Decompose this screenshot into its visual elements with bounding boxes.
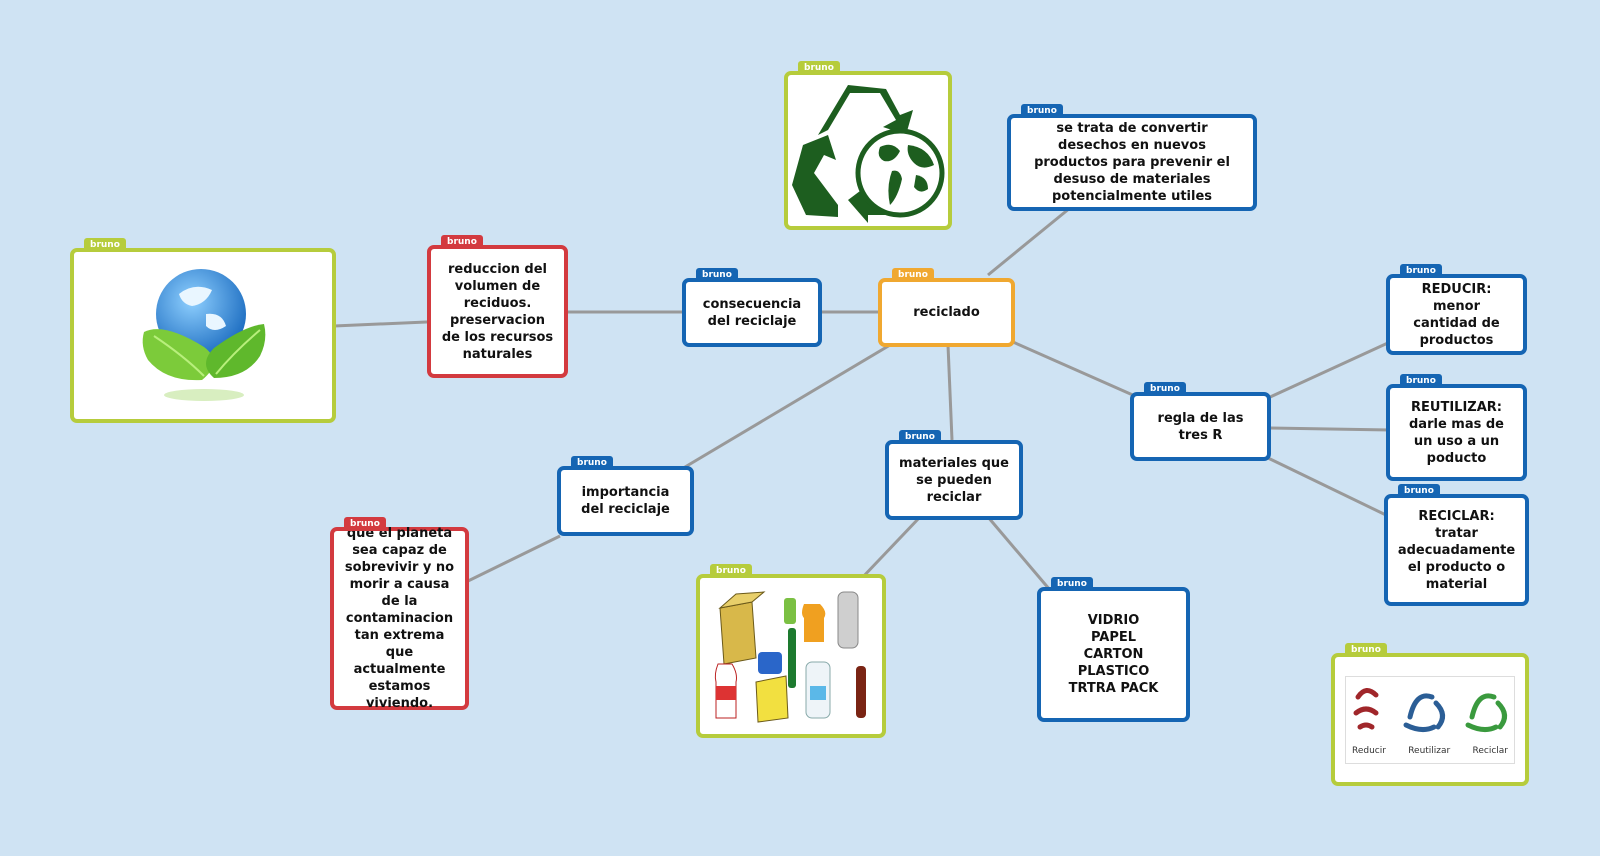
author-tag: bruno <box>892 268 934 282</box>
recyclables-icon <box>714 591 866 723</box>
node-importance[interactable]: bruno importancia del reciclaje <box>557 456 694 536</box>
link-materials-list <box>986 516 1052 591</box>
link-center-materials <box>946 344 954 441</box>
author-tag: bruno <box>710 564 752 578</box>
author-tag: bruno <box>1144 382 1186 396</box>
author-tag: bruno <box>1345 643 1387 657</box>
link-rule-reduce <box>1267 340 1391 400</box>
author-tag: bruno <box>899 430 941 444</box>
node-label: RECICLAR: tratar adecuadamente el produc… <box>1397 508 1516 592</box>
node-three-r-rule[interactable]: bruno regla de las tres R <box>1130 382 1271 461</box>
list-item: PLASTICO <box>1077 664 1150 679</box>
node-recycle[interactable]: bruno RECICLAR: tratar adecuadamente el … <box>1384 484 1529 606</box>
three-r-label: Reutilizar <box>1408 745 1451 756</box>
list-item: CARTON <box>1083 647 1144 662</box>
author-tag: bruno <box>344 517 386 531</box>
image-node-three-r[interactable]: bruno Reducir Reutilizar Reciclar <box>1331 643 1529 786</box>
node-label: reciclado <box>913 305 980 320</box>
node-label: que el planeta sea capaz de sobrevivir y… <box>344 526 455 711</box>
author-tag: bruno <box>1021 104 1063 118</box>
recycle-globe-icon <box>792 85 945 223</box>
node-label: importancia del reciclaje <box>581 485 670 517</box>
node-importance-detail[interactable]: bruno que el planeta sea capaz de sobrev… <box>330 517 469 711</box>
materials-list: VIDRIO PAPEL CARTON PLASTICO TRTRA PACK <box>1069 612 1159 697</box>
author-tag: bruno <box>1051 577 1093 591</box>
node-reduce[interactable]: bruno REDUCIR: menor cantidad de product… <box>1386 264 1527 355</box>
link-importance-detail <box>465 534 561 584</box>
node-label: reduccion del volumen de reciduos. prese… <box>441 261 554 362</box>
image-node-recyclables[interactable]: bruno <box>696 564 886 738</box>
globe-leaves-icon <box>142 269 266 401</box>
three-r-label: Reciclar <box>1472 745 1508 756</box>
node-label: REDUCIR: menor cantidad de productos <box>1413 281 1500 348</box>
image-node-recycle-globe[interactable]: bruno <box>784 61 952 230</box>
node-label: materiales que se pueden reciclar <box>899 455 1009 505</box>
node-consequence-detail[interactable]: bruno reduccion del volumen de reciduos.… <box>427 235 568 378</box>
three-r-arrows-icon <box>1353 687 1507 732</box>
image-node-globe-leaves[interactable]: bruno <box>70 238 336 423</box>
node-materials-list[interactable]: bruno VIDRIO PAPEL CARTON PLASTICO TRTRA… <box>1037 577 1190 722</box>
node-reciclado[interactable]: bruno reciclado <box>878 268 1015 347</box>
node-reuse[interactable]: bruno REUTILIZAR: darle mas de un uso a … <box>1386 374 1527 481</box>
list-item: VIDRIO <box>1087 613 1140 628</box>
author-tag: bruno <box>1400 374 1442 388</box>
node-materials[interactable]: bruno materiales que se pueden reciclar <box>885 430 1023 520</box>
link-center-rule <box>1012 340 1136 398</box>
author-tag: bruno <box>441 235 483 249</box>
author-tag: bruno <box>1398 484 1440 498</box>
link-rule-recycle <box>1267 456 1389 518</box>
link-center-importance <box>679 343 891 472</box>
node-label: regla de las tres R <box>1157 410 1244 443</box>
author-tag: bruno <box>1400 264 1442 278</box>
author-tag: bruno <box>571 456 613 470</box>
link-materials-image <box>858 515 922 582</box>
node-label: REUTILIZAR: darle mas de un uso a un pod… <box>1409 399 1504 466</box>
node-consequence[interactable]: bruno consecuencia del reciclaje <box>682 268 822 347</box>
link-center-definition <box>987 206 1071 277</box>
node-label: consecuencia del reciclaje <box>702 296 802 329</box>
three-r-label: Reducir <box>1352 745 1386 756</box>
list-item: TRTRA PACK <box>1068 681 1159 696</box>
author-tag: bruno <box>84 238 126 252</box>
link-rule-reuse <box>1267 426 1391 432</box>
node-label: se trata de convertir desechos en nuevos… <box>1034 121 1230 204</box>
three-r-image: Reducir Reutilizar Reciclar <box>1345 675 1515 764</box>
list-item: PAPEL <box>1090 630 1137 645</box>
node-definition[interactable]: bruno se trata de convertir desechos en … <box>1007 104 1257 211</box>
author-tag: bruno <box>798 61 840 75</box>
author-tag: bruno <box>696 268 738 282</box>
